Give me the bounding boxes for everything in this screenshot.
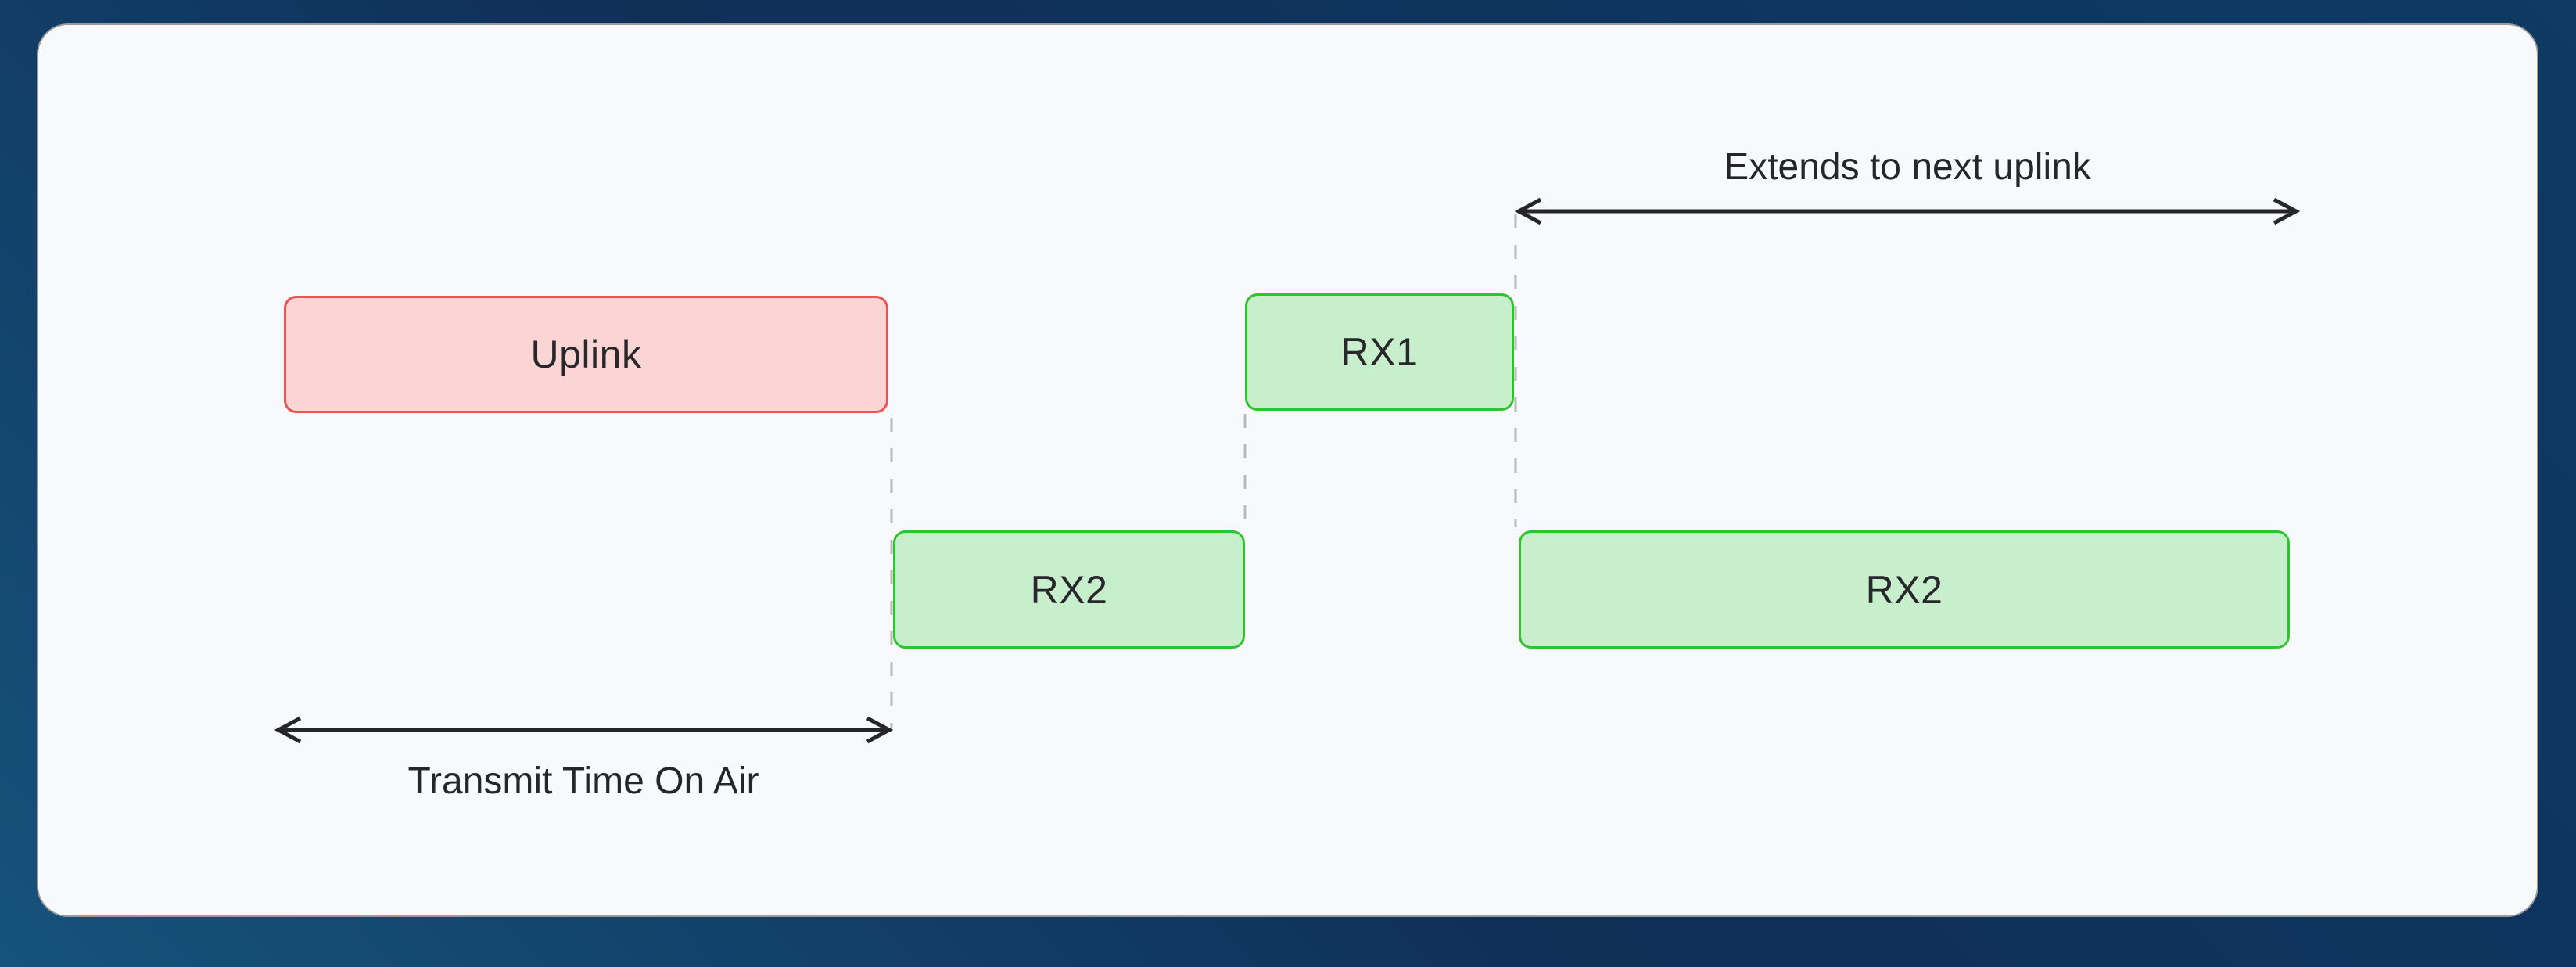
time-on-air-annotation: Transmit Time On Air <box>407 760 759 802</box>
rx1-node-label: RX1 <box>1340 330 1419 374</box>
rx2-extended-node: RX2 <box>1519 530 2290 649</box>
uplink-node: Uplink <box>284 296 888 413</box>
rx2-extended-node-label: RX2 <box>1865 567 1943 612</box>
extends-annotation: Extends to next uplink <box>1724 146 2091 188</box>
rx1-node: RX1 <box>1245 293 1514 411</box>
diagram-canvas <box>37 23 2538 917</box>
rx2-first-node: RX2 <box>893 530 1245 649</box>
uplink-node-label: Uplink <box>530 333 642 376</box>
rx2-first-node-label: RX2 <box>1030 567 1108 612</box>
